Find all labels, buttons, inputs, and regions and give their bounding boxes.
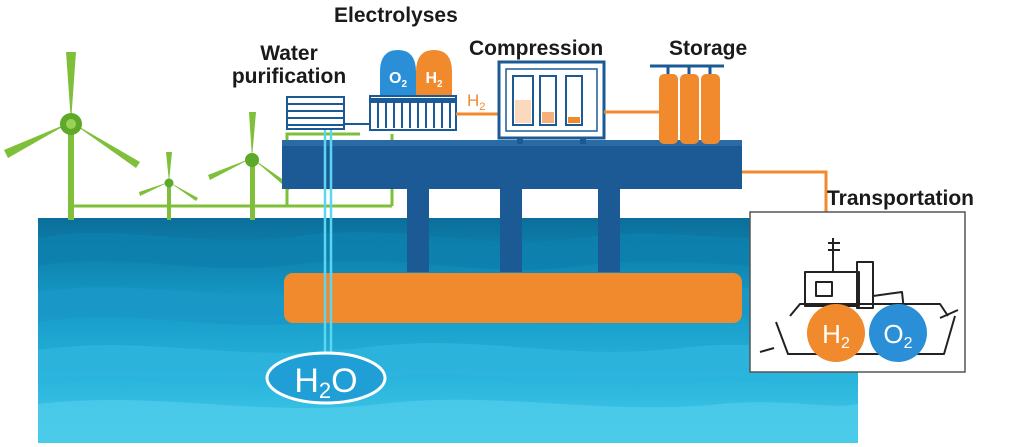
h2-tank-icon xyxy=(807,304,865,362)
ship-h2-label: H2 xyxy=(822,319,850,352)
platform xyxy=(282,140,742,272)
transport-ship-panel: H2 O2 xyxy=(749,211,966,373)
water-purification-label: Water purification xyxy=(214,42,364,88)
wave-1 xyxy=(38,232,858,270)
oxygen-dome-icon xyxy=(380,50,416,96)
h2o-label: H2O xyxy=(294,362,357,403)
h2-pipe-to-transport xyxy=(742,170,828,212)
wave-3 xyxy=(38,343,858,385)
storage-tanks-icon xyxy=(650,64,724,144)
transportation-label: Transportation xyxy=(827,187,975,210)
platform-deck-top xyxy=(282,140,742,146)
pontoon xyxy=(284,273,742,323)
water-label-line1: Water xyxy=(260,42,318,65)
water-intake-pipe xyxy=(323,128,333,360)
o2-dome-label: O2 xyxy=(389,70,407,90)
compression-label: Compression xyxy=(469,37,604,60)
platform-deck xyxy=(282,143,742,189)
compression-unit-icon xyxy=(497,60,606,144)
wind-turbine-medium-icon xyxy=(208,112,292,220)
water-label-line2: purification xyxy=(231,65,347,88)
platform-leg-3 xyxy=(598,188,620,272)
electrolyser-unit: O2 H2 xyxy=(369,50,457,131)
water-purification-unit-icon xyxy=(286,96,372,130)
h2o-bubble xyxy=(265,351,387,405)
water-source: H2O xyxy=(265,351,387,405)
storage-label: Storage xyxy=(669,37,748,60)
hydrogen-dome-icon xyxy=(416,50,452,96)
wind-turbine-large-icon xyxy=(4,52,140,220)
h2-pipe-label: H2 xyxy=(467,91,485,113)
electrolyses-label: Electrolyses xyxy=(334,4,458,27)
ship-outline-icon xyxy=(759,238,959,355)
sea xyxy=(38,218,858,443)
platform-leg-1 xyxy=(407,188,429,272)
o2-tank-icon xyxy=(869,304,927,362)
platform-leg-2 xyxy=(500,188,522,272)
ship-o2-label: O2 xyxy=(883,319,912,352)
h2-dome-label: H2 xyxy=(425,70,443,90)
wind-turbine-small-icon xyxy=(139,152,198,220)
wave-4 xyxy=(38,399,858,443)
